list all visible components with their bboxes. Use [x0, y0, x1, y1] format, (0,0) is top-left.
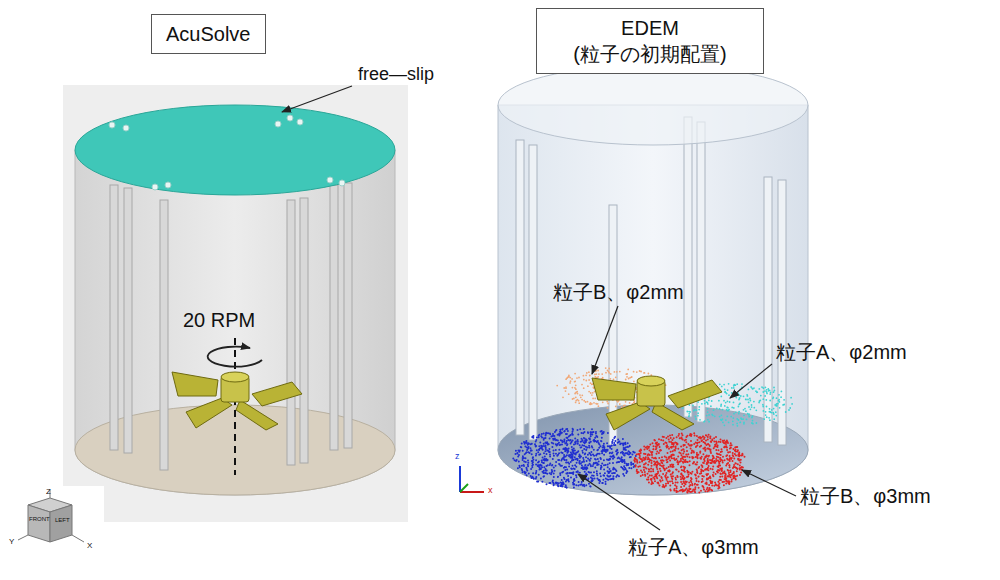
acusolve-tank	[75, 105, 395, 495]
axis-label: Y	[9, 537, 14, 547]
particle-label: 粒子B、φ2mm	[553, 280, 684, 304]
particle-cluster	[512, 428, 637, 489]
axis-label: z	[455, 451, 460, 462]
particle-label: 粒子A、φ3mm	[628, 535, 759, 559]
axis-label: x	[488, 485, 493, 496]
edem-tank	[498, 65, 808, 495]
view-cube	[4, 486, 104, 578]
title-text: AcuSolve	[166, 21, 251, 47]
leader-lines	[282, 86, 796, 530]
axis-triad	[460, 466, 484, 492]
title-text: EDEM (粒子の初期配置)	[551, 15, 749, 67]
particle-cluster	[633, 432, 745, 493]
axis-label: X	[87, 541, 92, 551]
title-box: AcuSolve	[151, 14, 266, 54]
title-box: EDEM (粒子の初期配置)	[536, 8, 764, 74]
particle-label: 粒子B、φ3mm	[800, 484, 931, 508]
particle-label: 粒子A、φ2mm	[776, 340, 907, 364]
axis-label: Z	[46, 487, 51, 497]
boundary-label: free—slip	[358, 64, 434, 86]
particle-cluster	[556, 367, 666, 409]
view-cube-face: FRONT	[29, 516, 50, 523]
view-cube-face: LEFT	[55, 517, 70, 524]
speed-label: 20 RPM	[183, 308, 255, 332]
render-background	[63, 85, 408, 522]
